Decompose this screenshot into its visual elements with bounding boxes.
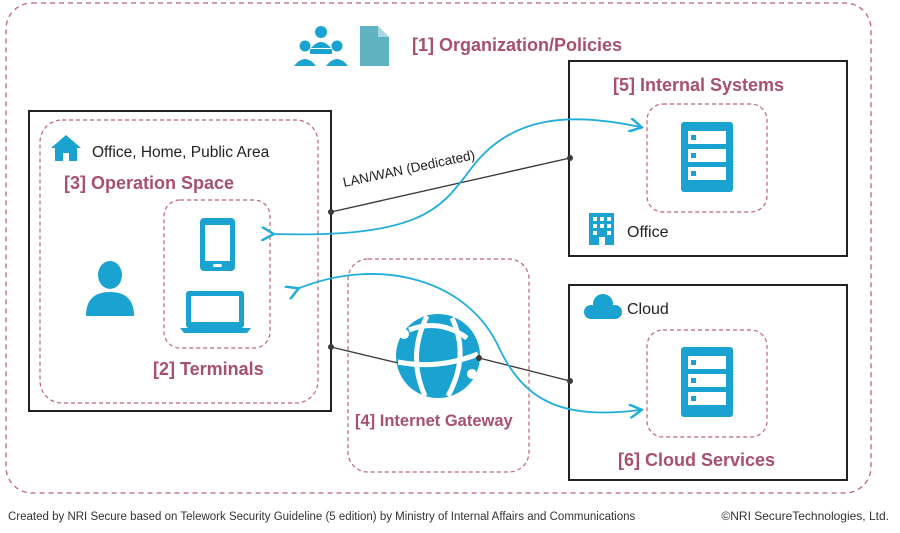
- internal-systems-title: [5] Internal Systems: [613, 75, 784, 95]
- server-icon: [681, 347, 733, 417]
- terminals-boundary: [163, 199, 271, 349]
- footer-credit: Created by NRI Secure based on Telework …: [8, 511, 636, 523]
- organization-boundary: [5, 2, 872, 494]
- link-node: [567, 155, 573, 161]
- house-icon: [51, 135, 81, 161]
- internet-link: [330, 346, 399, 364]
- terminals-title: [2] Terminals: [153, 359, 264, 379]
- operation-space-box: [28, 110, 332, 412]
- internet-gateway-title: [4] Internet Gateway: [355, 412, 514, 430]
- cloud-location-label: Cloud: [627, 301, 669, 318]
- document-icon: [360, 26, 389, 66]
- organization-title: [1] Organization/Policies: [412, 35, 622, 55]
- operation-space-title: [3] Operation Space: [64, 173, 234, 193]
- operation-space-location-label: Office, Home, Public Area: [92, 144, 270, 161]
- operation-space-boundary: [39, 119, 319, 404]
- internal-systems-server-boundary: [646, 103, 768, 213]
- cloud-server-boundary: [646, 329, 768, 438]
- footer-copyright: ©NRI SecureTechnologies, Ltd.: [721, 509, 889, 523]
- people-group-icon: [294, 26, 348, 66]
- cloud-icon: [584, 294, 622, 319]
- flow-terminal-to-internal: [272, 119, 640, 234]
- flow-terminal-to-cloud: [297, 273, 640, 413]
- link-node: [567, 378, 573, 384]
- link-node: [476, 355, 482, 361]
- cloud-services-title: [6] Cloud Services: [618, 450, 775, 470]
- globe-icon: [396, 314, 480, 398]
- person-icon: [86, 261, 134, 316]
- server-icon: [681, 122, 733, 192]
- office-building-icon: [589, 213, 614, 245]
- cloud-link: [478, 357, 571, 382]
- link-node: [328, 209, 334, 215]
- internal-systems-location-label: Office: [627, 224, 669, 241]
- internet-gateway-boundary: [347, 258, 530, 473]
- smartphone-icon: [200, 218, 235, 271]
- laptop-icon: [180, 291, 251, 333]
- link-node: [328, 344, 334, 350]
